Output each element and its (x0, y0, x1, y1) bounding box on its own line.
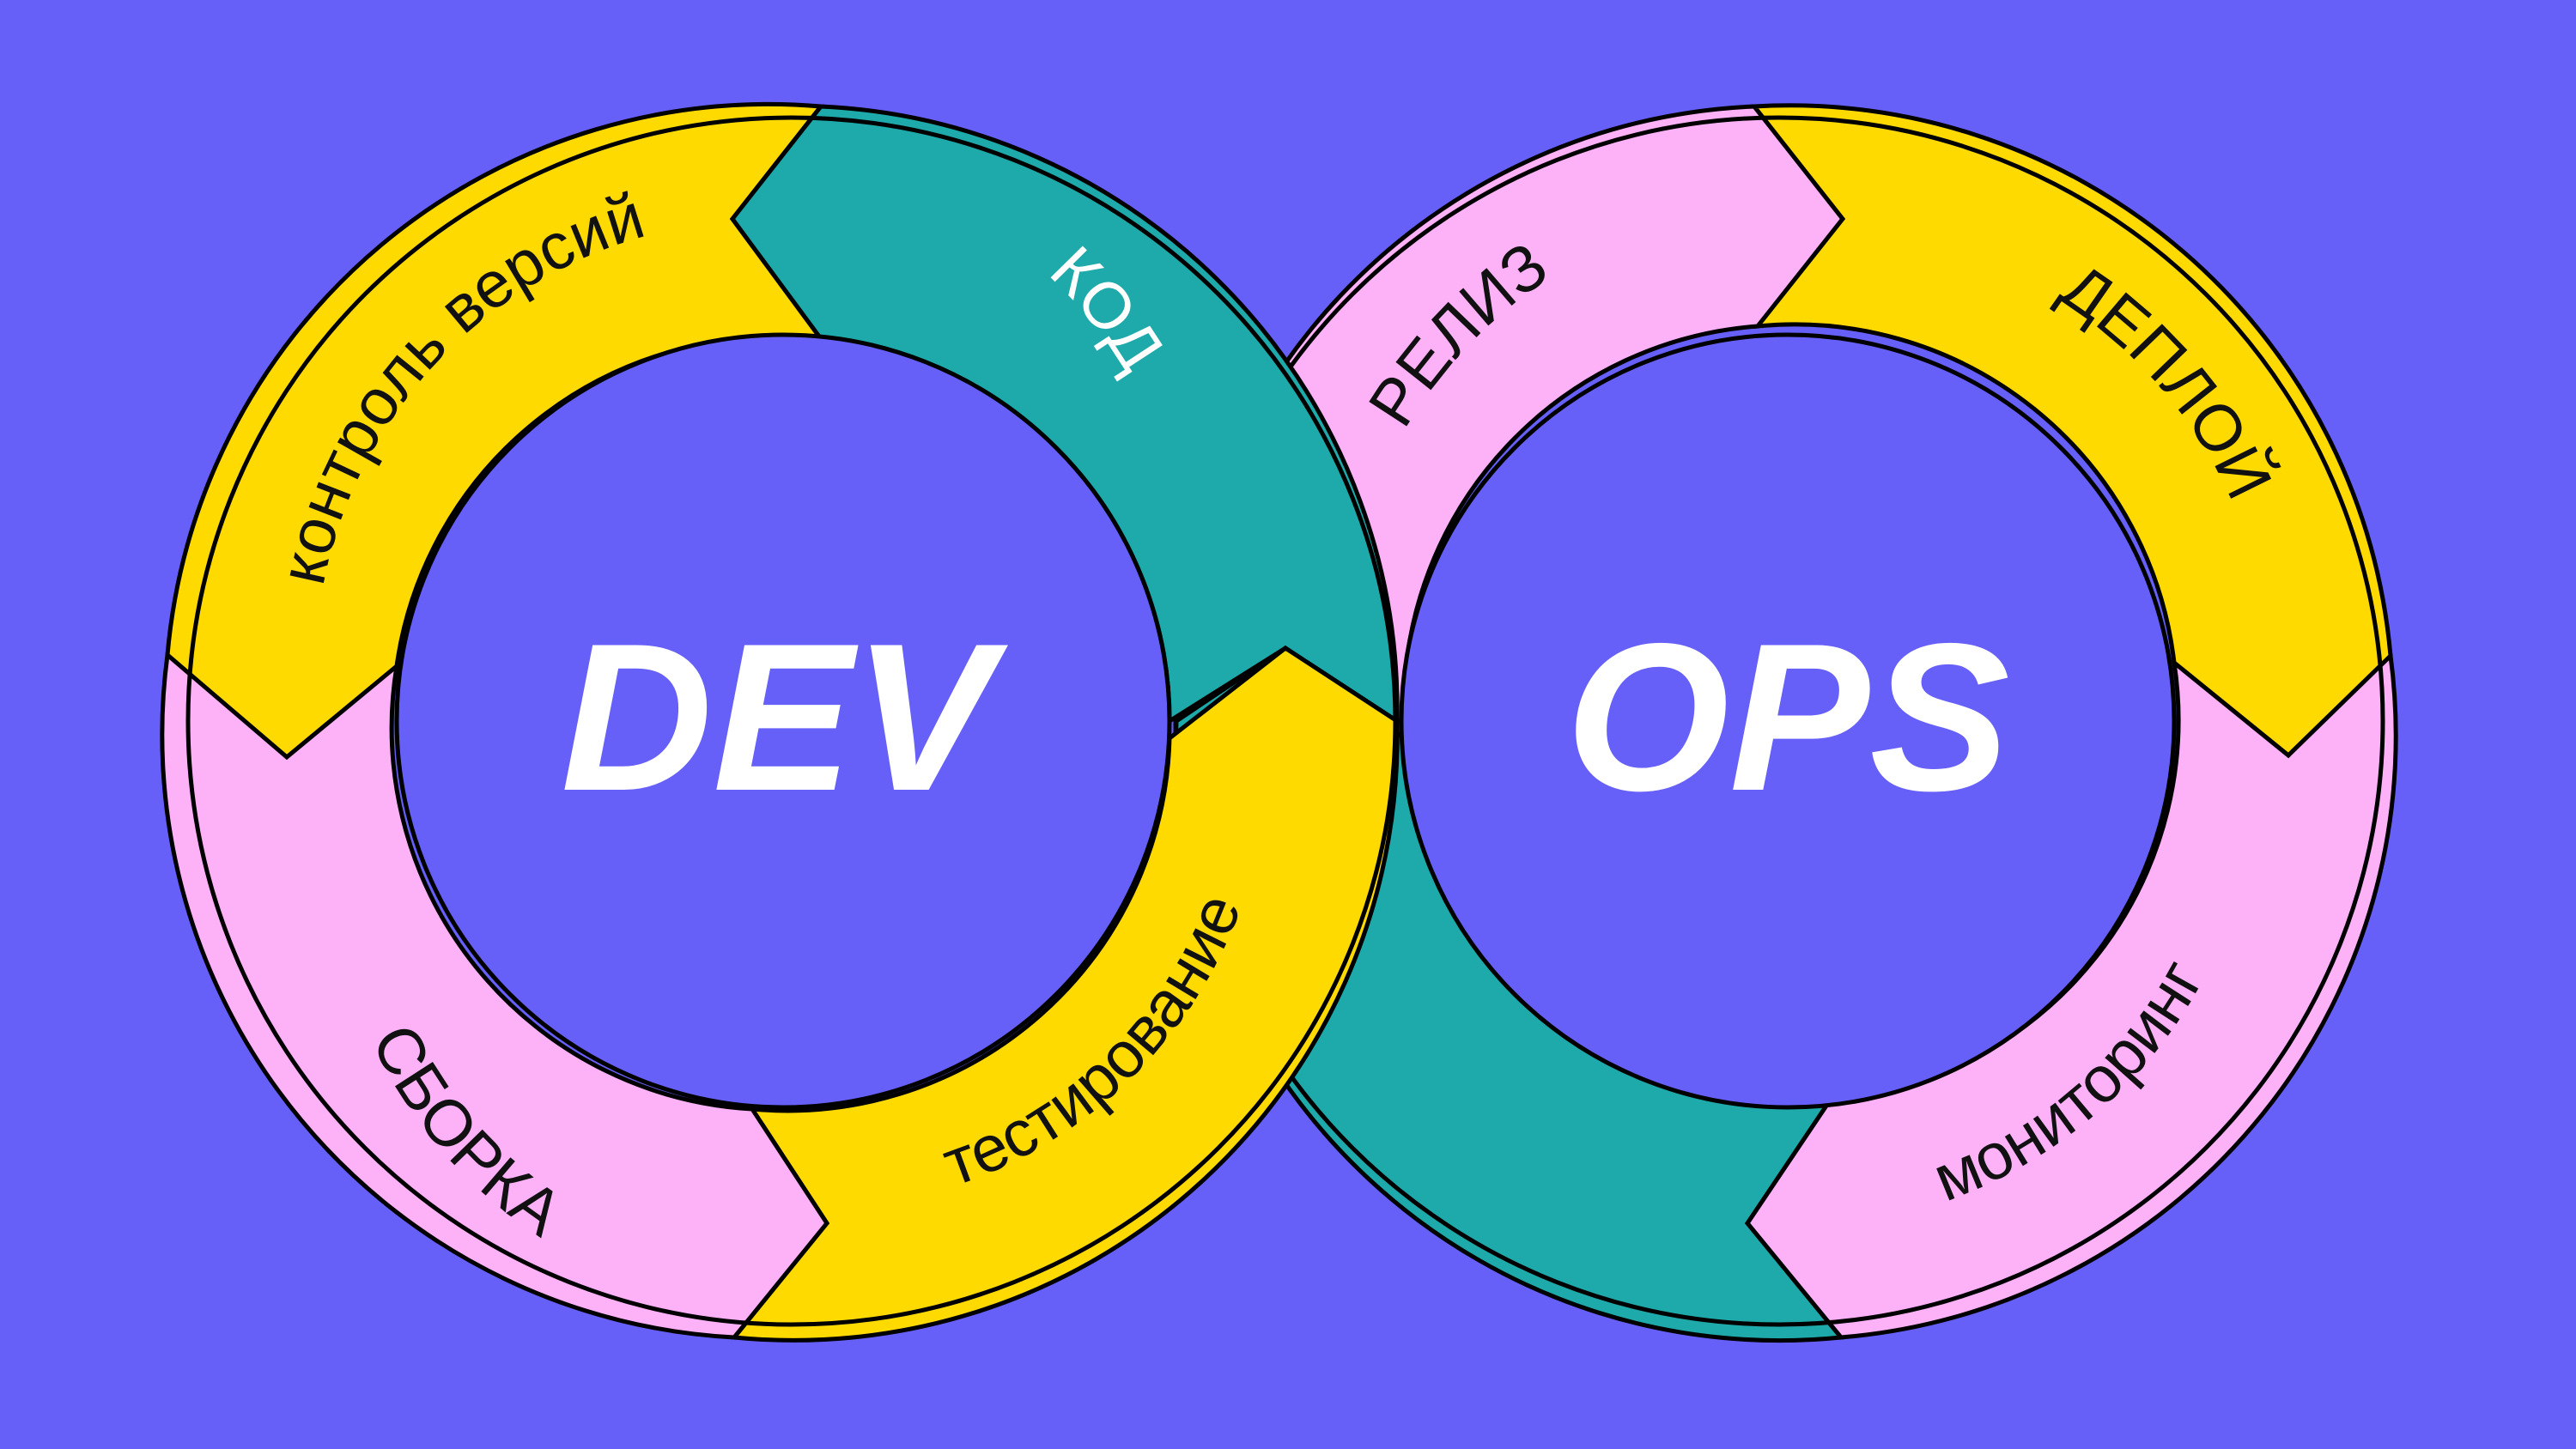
dev-ring (160, 101, 1400, 1343)
ops-center-label: OPS (1565, 599, 2009, 834)
ops-segment-monitoring (1744, 651, 2398, 1340)
dev-segment-sborka (160, 651, 830, 1340)
dev-segment-testirovanie (730, 645, 1400, 1343)
dev-outer-ring (185, 115, 1398, 1327)
dev-center-circle (394, 332, 1172, 1110)
dev-segment-kontrol-versiy (165, 101, 827, 761)
dev-center-label: DEV (561, 599, 1008, 834)
ops-center-circle (1399, 332, 2177, 1110)
ops-outer-ring (1173, 115, 2385, 1327)
ops-segment-deploy (1750, 103, 2393, 759)
